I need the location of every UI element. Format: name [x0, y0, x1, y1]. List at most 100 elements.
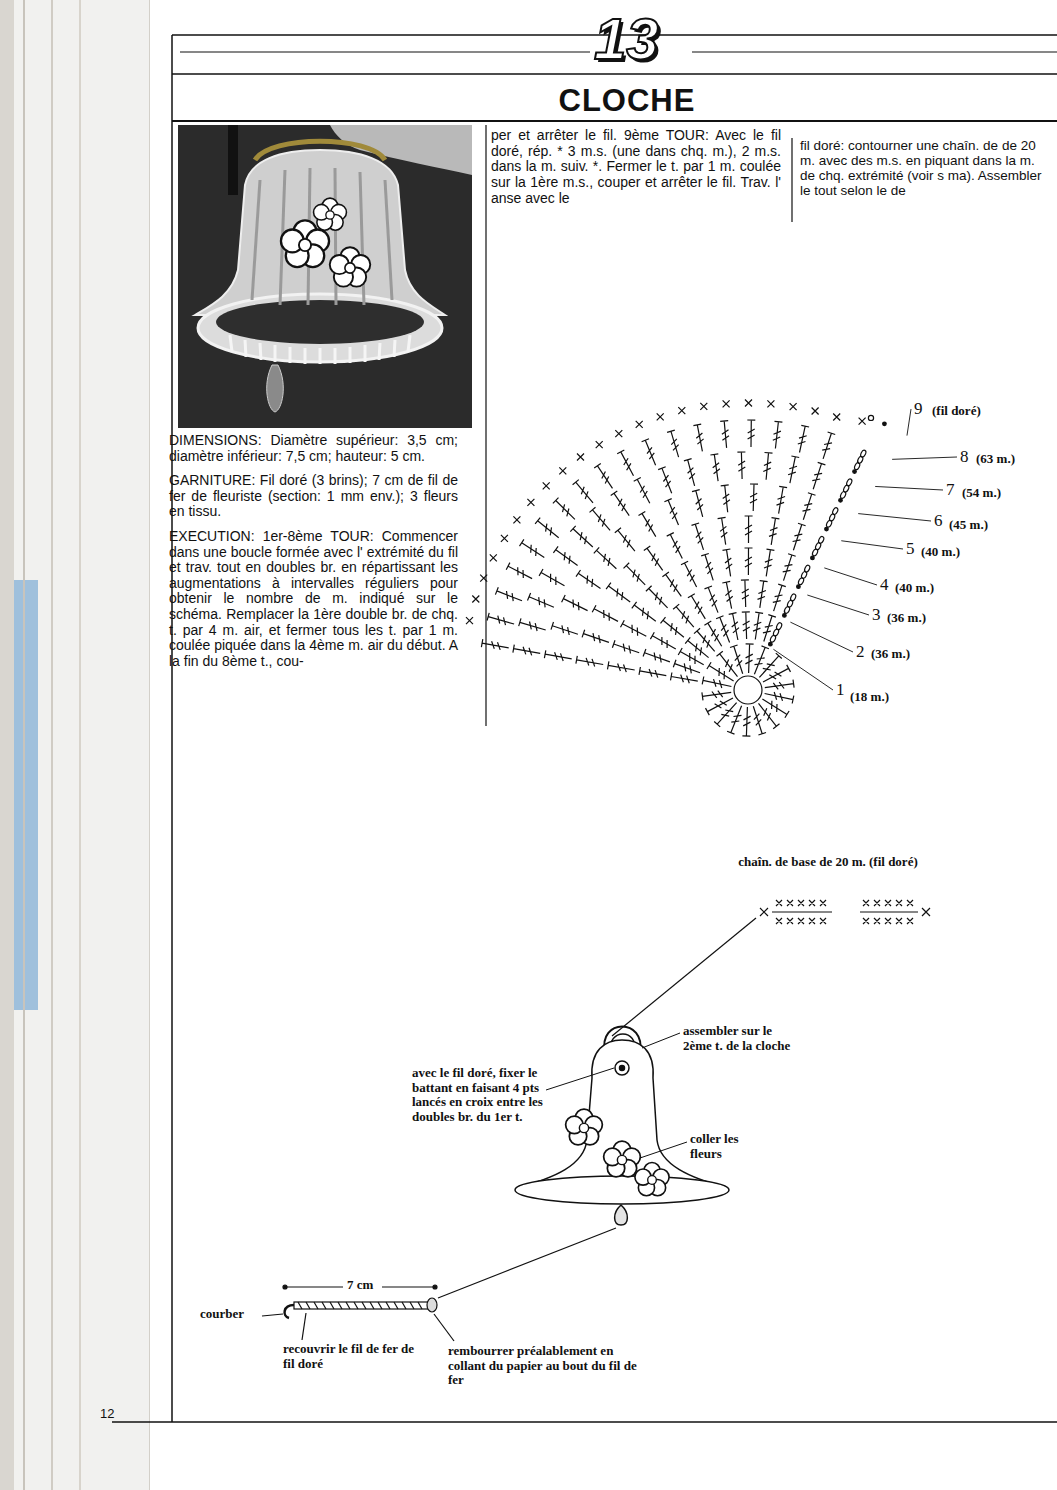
stitch-symbol: [750, 484, 758, 511]
chain-symbol: [818, 536, 825, 544]
leader-line: [892, 457, 957, 459]
page-frame: [172, 120, 1057, 122]
stitch-symbol: [576, 570, 601, 589]
stitch-symbol: [705, 586, 719, 613]
dimensions-text: DIMENSIONS: Diamètre supérieur: 3,5 cm; …: [169, 433, 458, 464]
page-edge: [79, 0, 81, 1490]
stitch-symbol: [513, 645, 540, 656]
stitch-symbol: [759, 653, 781, 677]
stitch-count: (40 m.): [921, 545, 960, 560]
bell-photo: [394, 340, 395, 357]
page-edge: [0, 0, 14, 1490]
bell-photo: [314, 198, 347, 230]
bell-figure: [615, 1061, 629, 1075]
round-number: 2: [856, 642, 865, 661]
stitch-symbol: [754, 646, 769, 674]
stitch-symbol: [662, 572, 681, 596]
stitch-symbol: [594, 464, 612, 489]
stitch-symbol: [520, 539, 545, 557]
handle-chain: [776, 900, 826, 906]
stitch-symbol: [753, 612, 763, 639]
bell-photo: [178, 125, 472, 428]
leader-line: [824, 568, 877, 585]
stitch-symbol: [798, 425, 809, 452]
stitch-symbol: [590, 507, 611, 530]
bell-photo: [334, 348, 337, 364]
stitch-symbol: [762, 699, 789, 718]
stitch-symbol: [535, 518, 559, 538]
clapper-wire: [298, 1302, 422, 1309]
page-edge: [23, 0, 25, 1490]
leader-line: [773, 649, 833, 690]
stitch-symbol: [667, 430, 679, 457]
stitch-symbol: [716, 616, 730, 643]
stitch-count: (63 m.): [976, 452, 1015, 467]
stitch-symbol: [723, 400, 730, 407]
stitch-symbol: [551, 622, 578, 635]
handle-chain: [612, 918, 756, 1036]
stitch-symbol: [767, 400, 774, 407]
stitch-count: (40 m.): [895, 581, 934, 596]
bell-photo: [364, 345, 367, 362]
stitch-symbol: [658, 467, 672, 494]
stitch-symbol: [714, 703, 736, 727]
stitch-symbol: [576, 656, 603, 667]
slip-stitch-dot: [839, 499, 843, 503]
leader-line: [642, 1033, 680, 1048]
bell-photo: [230, 335, 410, 364]
bell-photo: [267, 365, 284, 412]
bell-figure: [515, 1027, 729, 1226]
clapper-wire: [427, 1298, 437, 1312]
annotation: courber: [200, 1307, 244, 1322]
chain-symbol: [790, 593, 797, 601]
stitch-symbol: [480, 575, 487, 582]
bell-photo: [408, 335, 410, 352]
stitch-symbol: [763, 665, 791, 682]
slip-stitch-dot: [783, 614, 787, 618]
stitch-symbol: [765, 692, 794, 704]
clapper-wire: [262, 1314, 283, 1316]
annotation: recouvrir le fil de fer de fil doré: [283, 1342, 418, 1371]
stitch-symbol: [657, 413, 664, 420]
stitch-symbol: [632, 602, 656, 621]
leader-line: [640, 1142, 687, 1158]
stitch-symbol: [615, 528, 635, 551]
stitch-symbol: [513, 516, 520, 523]
leader-line: [858, 514, 931, 521]
leader-line: [546, 1068, 614, 1090]
page-frame: [112, 35, 1057, 1422]
crochet-chart: [466, 400, 957, 737]
page-frame: [112, 1421, 1057, 1423]
stitch-symbol: [495, 587, 522, 601]
stitch-symbol: [702, 691, 731, 701]
stitch-symbol: [747, 420, 755, 447]
bell-photo: [379, 343, 380, 360]
round-number: 6: [934, 511, 943, 530]
stitch-symbol: [773, 584, 786, 611]
stitch-symbol: [594, 547, 617, 568]
bell-photo: [245, 340, 246, 357]
materials-text: GARNITURE: Fil doré (3 brins); 7 cm de f…: [169, 473, 458, 520]
stitch-count: (fil doré): [932, 404, 981, 419]
bell-figure: [566, 1109, 603, 1145]
stitch-symbol: [606, 583, 630, 602]
chain-symbol: [776, 622, 783, 630]
bell-photo: [255, 141, 385, 160]
stitch-symbol: [833, 414, 840, 421]
stitch-count: (36 m.): [871, 647, 910, 662]
stitch-symbol: [741, 580, 749, 607]
stitch-symbol: [573, 480, 593, 503]
stitch-symbol: [481, 639, 508, 650]
page-edge: [0, 0, 150, 1490]
clapper-wire: [433, 1285, 437, 1289]
stitch-symbol: [642, 439, 656, 466]
stitch-symbol: [528, 593, 554, 607]
stitch-symbol: [745, 400, 752, 407]
clapper-wire: [294, 1302, 430, 1309]
stitch-symbol: [664, 499, 678, 525]
stitch-symbol: [639, 511, 656, 536]
stitch-symbol: [692, 490, 703, 517]
instructions-text: EXECUTION: 1er-8ème TOUR: Commencer dans…: [169, 529, 458, 669]
instructions-text: per et arrêter le fil. 9ème TOUR: Avec l…: [491, 128, 781, 206]
